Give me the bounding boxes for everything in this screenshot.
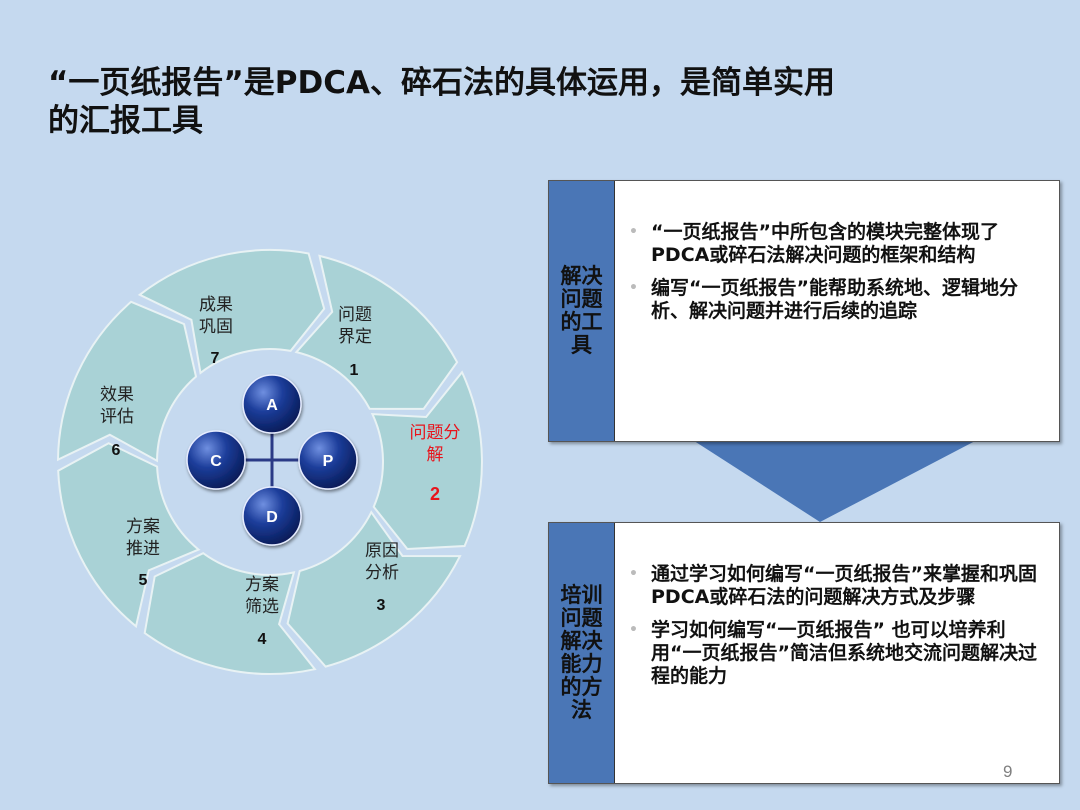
pdca-p-label: P (323, 453, 334, 470)
slide-title-line2: 的汇报工具 (48, 103, 203, 139)
segment-4-number: 4 (257, 631, 267, 648)
pdca-node-d: D (242, 486, 302, 546)
segment-5-label: 方案推进 (126, 517, 160, 559)
pdca-a-label: A (266, 397, 278, 414)
cycle-segment-7 (137, 248, 326, 375)
bullet-item: “一页纸报告”中所包含的模块完整体现了PDCA或碎石法解决问题的框架和结构 (629, 221, 1041, 267)
training-panel-side-label: 培训问题解决能力的方法 (560, 583, 603, 722)
segment-6-number: 6 (111, 442, 121, 459)
bullet-item: 通过学习如何编写“一页纸报告”来掌握和巩固PDCA或碎石法的问题解决方式及步骤 (629, 563, 1041, 609)
training-panel: 培训问题解决能力的方法 通过学习如何编写“一页纸报告”来掌握和巩固PDCA或碎石… (548, 522, 1060, 784)
tool-panel-side: 解决问题的工具 (549, 181, 615, 441)
training-panel-side: 培训问题解决能力的方法 (549, 523, 615, 783)
tool-panel-side-label: 解决问题的工具 (560, 264, 603, 357)
cycle-segment-2 (370, 370, 483, 551)
pdca-d-label: D (266, 509, 278, 526)
segment-1-label: 问题界定 (338, 305, 372, 347)
pdca-node-c: C (186, 430, 246, 490)
bullet-item: 编写“一页纸报告”能帮助系统地、逻辑地分析、解决问题并进行后续的追踪 (629, 277, 1041, 323)
training-panel-bullets: 通过学习如何编写“一页纸报告”来掌握和巩固PDCA或碎石法的问题解决方式及步骤 … (615, 523, 1059, 783)
page-number: 9 (1003, 762, 1013, 781)
cycle-segment-4 (143, 552, 317, 675)
cycle-segment-5 (57, 442, 201, 629)
segment-7-label: 成果巩固 (199, 295, 233, 337)
segment-2-label: 问题分解 (409, 423, 461, 465)
cycle-segment-6 (56, 300, 198, 463)
segment-3-label: 原因分析 (365, 541, 399, 583)
down-arrow-icon (674, 428, 1000, 522)
cycle-segment-3 (286, 510, 462, 668)
slide-title: “一页纸报告”是PDCA、碎石法的具体运用，是简单实用 的汇报工具 (48, 64, 1028, 140)
pdca-node-p: P (298, 430, 358, 490)
cycle-segment-1 (294, 254, 459, 410)
pdca-c-label: C (210, 453, 222, 470)
pdca-node-a: A (242, 374, 302, 434)
tool-panel-bullets: “一页纸报告”中所包含的模块完整体现了PDCA或碎石法解决问题的框架和结构 编写… (615, 181, 1059, 441)
cycle-ring (56, 248, 483, 675)
segment-2-number: 2 (429, 484, 440, 504)
segment-3-number: 3 (376, 597, 386, 614)
segment-7-number: 7 (210, 350, 220, 367)
segment-1-number: 1 (349, 362, 359, 379)
slide-title-line1: “一页纸报告”是PDCA、碎石法的具体运用，是简单实用 (48, 65, 835, 101)
bullet-item: 学习如何编写“一页纸报告” 也可以培养利用“一页纸报告”简洁但系统地交流问题解决… (629, 619, 1041, 688)
tool-panel: 解决问题的工具 “一页纸报告”中所包含的模块完整体现了PDCA或碎石法解决问题的… (548, 180, 1060, 442)
segment-5-number: 5 (138, 572, 148, 589)
segment-4-label: 方案筛选 (245, 575, 279, 617)
segment-6-label: 效果评估 (100, 385, 134, 427)
